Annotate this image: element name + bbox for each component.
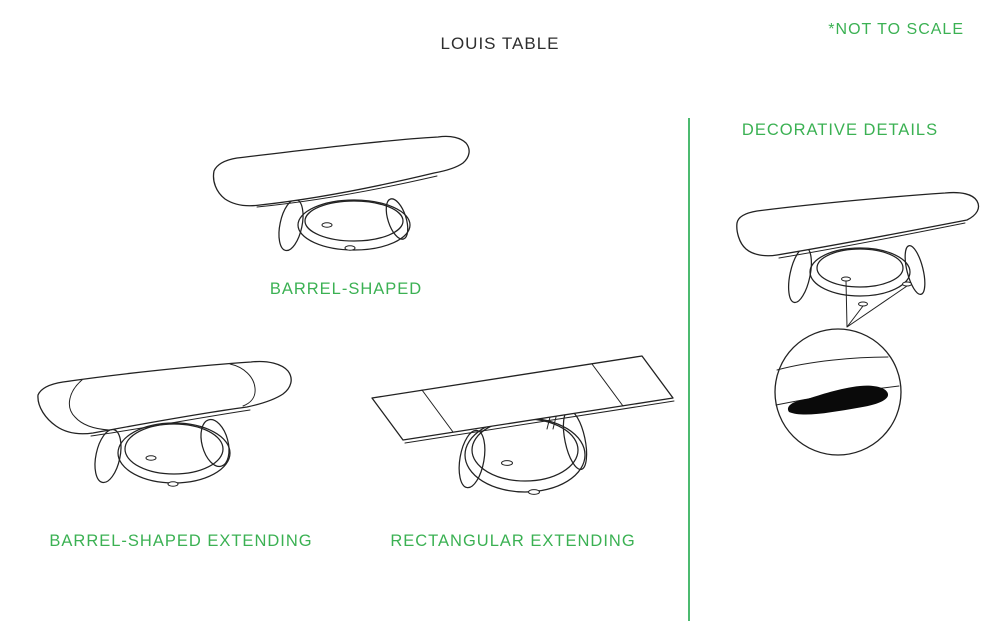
tabletop <box>212 135 470 208</box>
extension-leaf-lines <box>68 363 256 431</box>
tabletop <box>736 191 980 259</box>
pedestal-base <box>278 198 411 252</box>
variant-label-barrel-shaped-extending: BARREL-SHAPED EXTENDING <box>49 532 313 550</box>
barrel-shaped-extending-table-drawing <box>37 360 292 487</box>
callout-lines <box>841 276 912 328</box>
decorative-details-heading: DECORATIVE DETAILS <box>741 121 939 139</box>
tabletop <box>371 355 675 444</box>
barrel-shaped-table-drawing <box>212 135 470 252</box>
section-divider <box>688 118 690 621</box>
not-to-scale-note: *NOT TO SCALE <box>828 21 964 38</box>
magnified-decorative-detail <box>787 385 889 415</box>
extension-leaf-lines <box>421 363 624 433</box>
page-title: LOUIS TABLE <box>440 34 560 53</box>
pedestal-base <box>787 245 926 304</box>
decorative-detail-drawing <box>736 191 980 456</box>
tabletop <box>37 360 292 437</box>
rectangular-extending-table-drawing <box>371 355 675 495</box>
variant-label-rectangular-extending: RECTANGULAR EXTENDING <box>390 532 636 550</box>
variant-label-barrel-shaped: BARREL-SHAPED <box>269 280 423 298</box>
magnifier-circle <box>774 328 902 456</box>
